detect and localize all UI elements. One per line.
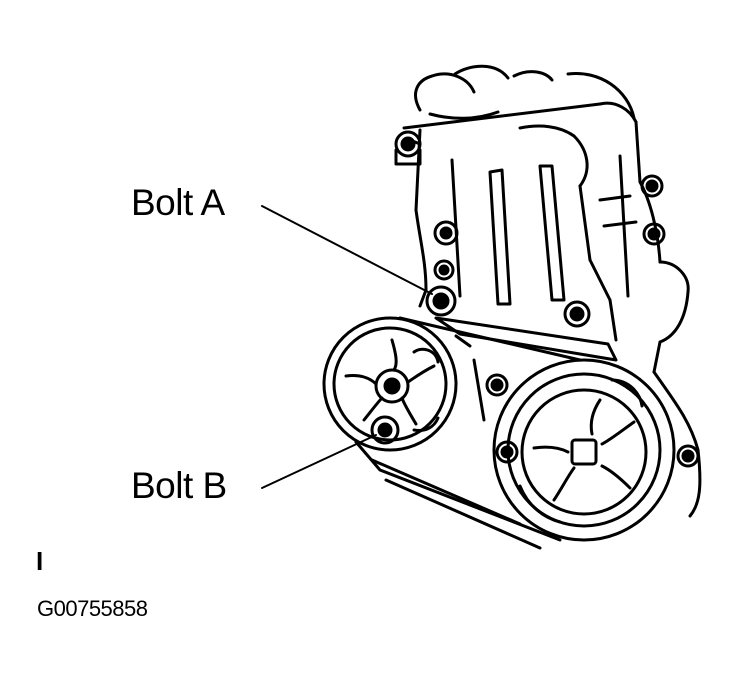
bolt-cover-3 — [642, 176, 662, 196]
bolt-a-marker — [427, 287, 455, 315]
bolt-cover-1 — [435, 222, 457, 244]
bolt-cover-5 — [565, 302, 589, 326]
figure-id: G00755858 — [37, 596, 148, 621]
drive-belt — [356, 318, 580, 548]
bolt-cover-4 — [644, 224, 664, 244]
timing-cover-outline — [404, 66, 700, 516]
crankshaft-pulley — [494, 360, 674, 540]
leader-bolt-b — [262, 435, 376, 488]
top-mount-bolt — [396, 132, 420, 164]
bolt-cover-8 — [678, 446, 698, 466]
bolt-cover-2 — [435, 261, 453, 279]
bolt-cover-6 — [487, 375, 507, 395]
bolt-b-marker — [372, 417, 398, 443]
leader-bolt-a — [262, 206, 432, 294]
cover-bolts — [435, 176, 698, 466]
left-pulley — [324, 318, 456, 450]
leader-lines — [262, 206, 432, 488]
bolt-a-label: Bolt A — [131, 182, 225, 223]
bolt-b-label: Bolt B — [131, 465, 227, 506]
view-mark: I — [36, 546, 43, 576]
